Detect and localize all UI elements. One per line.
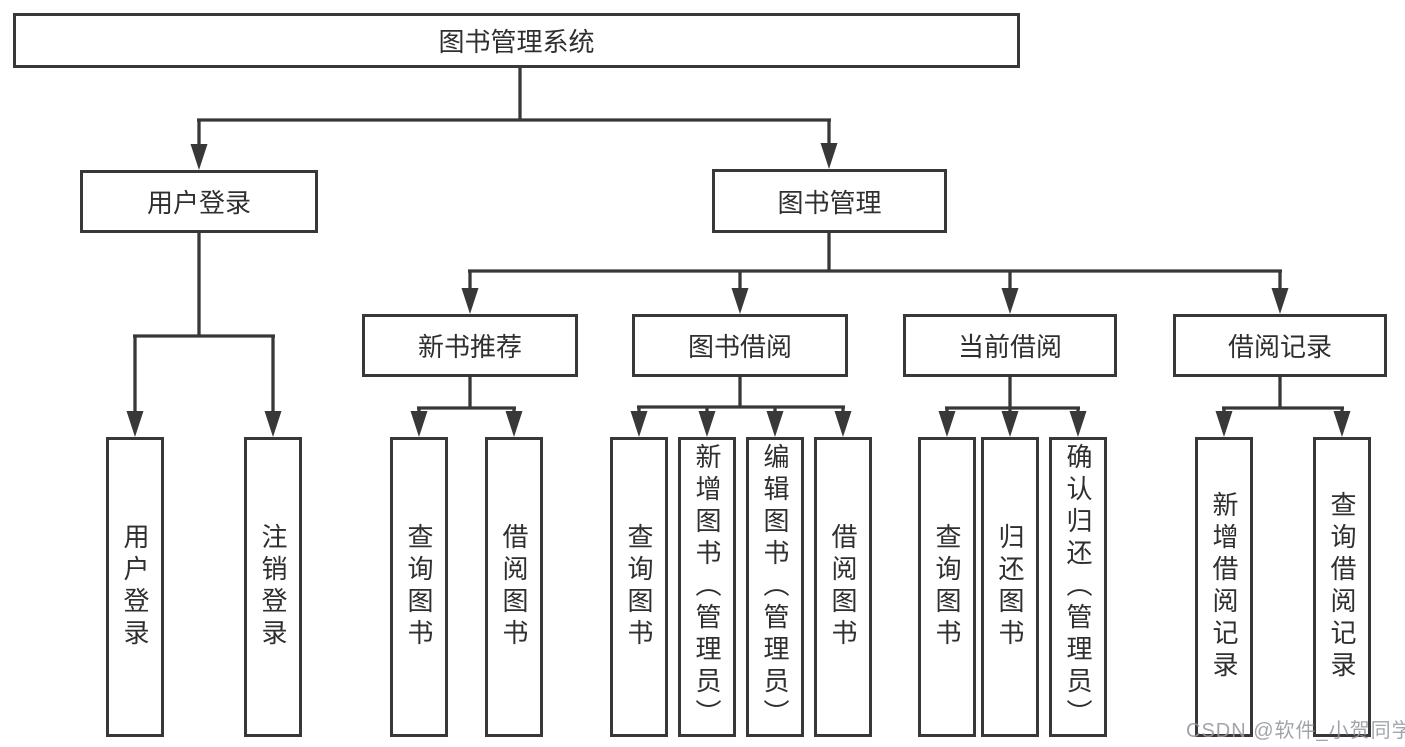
- node-borrow-records: 借阅记录: [1173, 314, 1387, 377]
- arrow-down-icon: [505, 411, 523, 437]
- arrow-down-icon: [1333, 411, 1351, 437]
- leaf-current-query-book: 查询图书: [918, 437, 976, 737]
- connector-user-login-children: [126, 233, 282, 437]
- connector-borrow-records-children: [1215, 377, 1351, 437]
- leaf-logout: 注销登录: [244, 437, 302, 737]
- leaf-logout-label: 注销登录: [258, 523, 288, 651]
- leaf-borrow-query-book-label: 查询图书: [624, 523, 654, 651]
- node-current-borrow-label: 当前借阅: [957, 332, 1062, 362]
- leaf-add-borrow-record-label: 新增借阅记录: [1209, 491, 1239, 683]
- leaf-recommend-borrow-book: 借阅图书: [485, 437, 543, 737]
- leaf-add-book-admin-label: 新增图书（管理员）: [692, 443, 722, 731]
- arrow-down-icon: [820, 143, 838, 169]
- connector-book-mgmt-level3: [461, 233, 1289, 314]
- arrow-down-icon: [126, 411, 144, 437]
- leaf-return-book: 归还图书: [981, 437, 1039, 737]
- arrow-down-icon: [1001, 411, 1019, 437]
- leaf-user-login: 用户登录: [106, 437, 164, 737]
- leaf-confirm-return-admin: 确认归还（管理员）: [1049, 437, 1107, 737]
- arrow-down-icon: [1069, 411, 1087, 437]
- arrow-down-icon: [264, 411, 282, 437]
- leaf-user-login-label: 用户登录: [120, 523, 150, 651]
- node-book-mgmt: 图书管理: [712, 169, 947, 233]
- leaf-borrow-book: 借阅图书: [814, 437, 872, 737]
- arrow-down-icon: [834, 411, 852, 437]
- node-current-borrow: 当前借阅: [903, 314, 1117, 377]
- arrow-down-icon: [190, 144, 208, 170]
- node-book-borrow-label: 图书借阅: [687, 332, 792, 362]
- leaf-recommend-query-book-label: 查询图书: [404, 523, 434, 651]
- connector-book-borrow-children: [630, 377, 852, 437]
- node-root-label: 图书管理系统: [438, 27, 595, 57]
- arrow-down-icon: [1271, 288, 1289, 314]
- arrow-down-icon: [698, 411, 716, 437]
- arrow-down-icon: [938, 411, 956, 437]
- node-user-login-label: 用户登录: [146, 188, 251, 218]
- leaf-recommend-borrow-book-label: 借阅图书: [499, 523, 529, 651]
- connector-root-to-level2: [190, 66, 838, 170]
- leaf-recommend-query-book: 查询图书: [390, 437, 448, 737]
- leaf-add-borrow-record: 新增借阅记录: [1195, 437, 1253, 737]
- watermark: CSDN @软件_小贺同学: [1186, 720, 1405, 742]
- arrow-down-icon: [766, 411, 784, 437]
- leaf-return-book-label: 归还图书: [995, 523, 1025, 651]
- leaf-add-book-admin: 新增图书（管理员）: [678, 437, 736, 737]
- node-new-book-recommend: 新书推荐: [362, 314, 578, 377]
- leaf-edit-book-admin-label: 编辑图书（管理员）: [760, 443, 790, 731]
- leaf-query-borrow-record-label: 查询借阅记录: [1327, 491, 1357, 683]
- leaf-current-query-book-label: 查询图书: [932, 523, 962, 651]
- leaf-confirm-return-admin-label: 确认归还（管理员）: [1063, 443, 1093, 731]
- connector-new-book-children: [410, 377, 523, 437]
- leaf-query-borrow-record: 查询借阅记录: [1313, 437, 1371, 737]
- node-user-login: 用户登录: [80, 170, 318, 233]
- arrow-down-icon: [630, 411, 648, 437]
- leaf-borrow-book-label: 借阅图书: [828, 523, 858, 651]
- node-new-book-recommend-label: 新书推荐: [417, 332, 522, 362]
- node-book-mgmt-label: 图书管理: [777, 187, 882, 218]
- arrow-down-icon: [410, 411, 428, 437]
- leaf-edit-book-admin: 编辑图书（管理员）: [746, 437, 804, 737]
- arrow-down-icon: [461, 288, 479, 314]
- arrow-down-icon: [1001, 288, 1019, 314]
- node-root: 图书管理系统: [13, 13, 1020, 68]
- connector-current-borrow-children: [938, 377, 1087, 437]
- arrow-down-icon: [731, 288, 749, 314]
- node-borrow-records-label: 借阅记录: [1227, 332, 1332, 362]
- node-book-borrow: 图书借阅: [632, 314, 848, 377]
- arrow-down-icon: [1215, 411, 1233, 437]
- leaf-borrow-query-book: 查询图书: [610, 437, 668, 737]
